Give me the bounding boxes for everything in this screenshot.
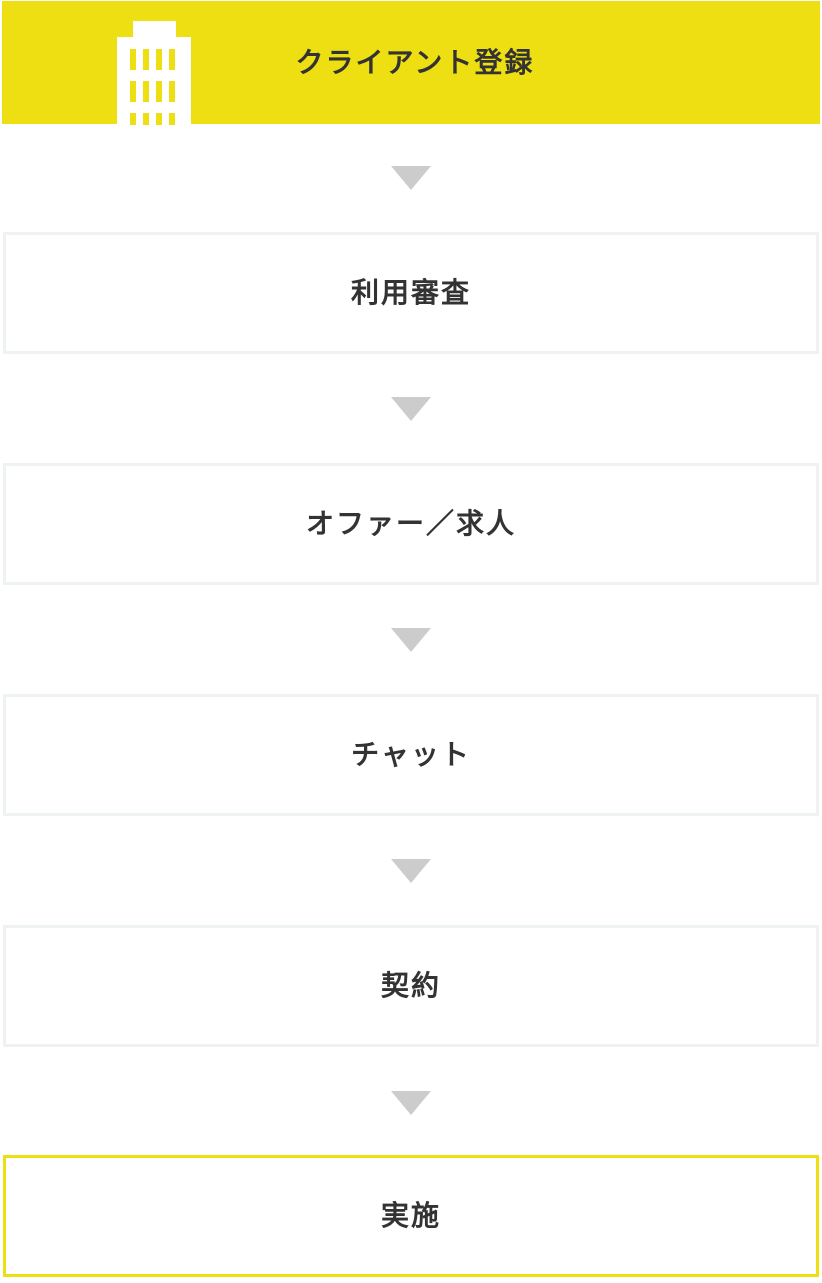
header-title: クライアント登録 [295,46,535,79]
building-icon [117,21,191,125]
step-offer-job: オファー／求人 [3,463,819,585]
step-chat: チャット [3,694,819,816]
down-arrow-icon [391,628,431,652]
step-contract: 契約 [3,925,819,1047]
step-usage-review: 利用審査 [3,232,819,354]
down-arrow-icon [391,397,431,421]
down-arrow-icon [391,859,431,883]
down-arrow-icon [391,1091,431,1115]
flow-header: クライアント登録 [2,1,820,125]
down-arrow-icon [391,166,431,190]
step-execution: 実施 [3,1155,819,1277]
